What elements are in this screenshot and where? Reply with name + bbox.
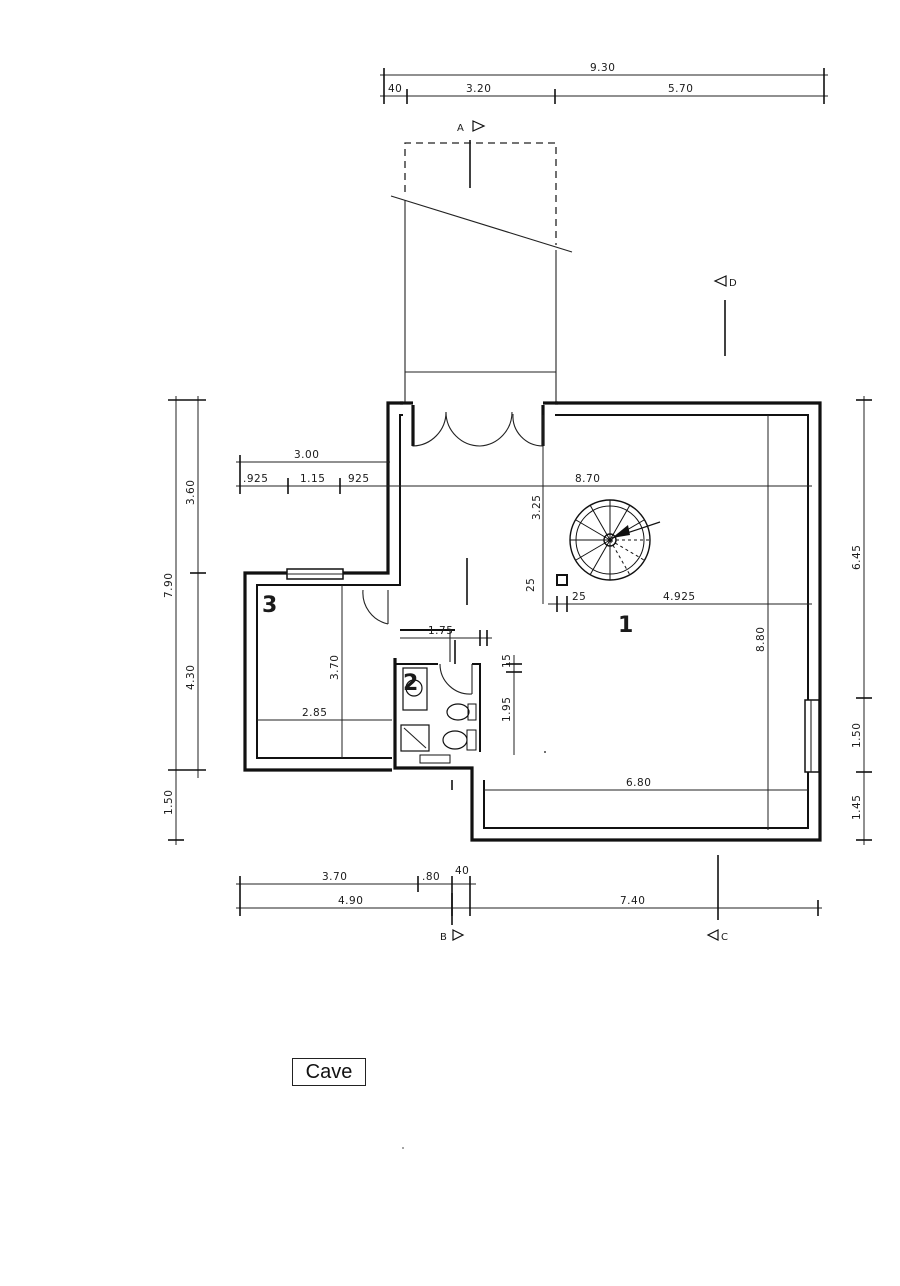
section-c-label: C	[721, 932, 728, 943]
dim-bot-40: 40	[455, 865, 469, 877]
section-d-marker: D	[713, 275, 737, 356]
dim-bot-370: 3.70	[322, 871, 347, 883]
exterior-area	[390, 142, 573, 402]
dim-top-total: 9.30	[590, 62, 615, 74]
dim-4925: 4.925	[663, 591, 696, 603]
section-d-label: D	[729, 278, 737, 289]
dim-left-150: 1.50	[163, 790, 175, 815]
dim-right-145: 1.45	[851, 795, 863, 820]
walls	[243, 401, 822, 842]
dim-left-790: 7.90	[163, 573, 175, 598]
dim-bot-80: .80	[422, 871, 440, 883]
top-dimensions: 9.30 40 3.20 5.70	[380, 62, 828, 104]
dim-115: 1.15	[300, 473, 325, 485]
room-number-2: 2	[403, 671, 418, 696]
section-a-label: A	[457, 123, 464, 134]
dim-right-645: 6.45	[851, 545, 863, 570]
dim-870: 8.70	[575, 473, 600, 485]
interior-dimensions: 3.00 .925 1.15 925 8.70 3.25 25 25 4.925…	[236, 415, 812, 830]
bottom-dimensions: 3.70 .80 40 4.90 7.40	[236, 865, 822, 916]
right-dimensions: 6.45 1.50 1.45	[851, 396, 872, 845]
dim-880: 8.80	[755, 627, 767, 652]
dim-925a: .925	[243, 473, 268, 485]
bidet-icon	[446, 703, 470, 721]
section-b-marker: B	[440, 780, 465, 943]
section-a-marker: A	[457, 120, 486, 188]
room-number-1: 1	[618, 613, 633, 638]
dim-195: 1.95	[501, 697, 513, 722]
dim-left-360: 3.60	[185, 480, 197, 505]
dim-bot-740: 7.40	[620, 895, 645, 907]
dim-top-320: 3.20	[466, 83, 491, 95]
dim-25h: 25	[572, 591, 586, 603]
shower-tray-icon	[400, 724, 430, 752]
wc-fixtures	[400, 667, 477, 764]
column	[556, 574, 568, 586]
room3-door	[362, 589, 389, 625]
wc-door	[439, 663, 473, 695]
wc-window	[419, 754, 451, 764]
section-c-marker: C	[706, 855, 728, 943]
toilet-icon	[442, 730, 468, 750]
dim-175: 1.75	[428, 625, 453, 637]
section-b-label: B	[440, 932, 447, 943]
washbasin-cabinet	[402, 667, 428, 711]
dim-925b: 925	[348, 473, 370, 485]
dim-left-430: 4.30	[185, 665, 197, 690]
dim-25v: 25	[525, 578, 537, 592]
spiral-staircase	[569, 499, 661, 581]
room-number-3: 3	[262, 593, 277, 618]
dim-top-40: 40	[388, 83, 402, 95]
plan-label-cave: Cave	[292, 1058, 366, 1086]
washbasin-icon	[405, 679, 423, 697]
dim-top-570: 5.70	[668, 83, 693, 95]
left-dimensions: 3.60 7.90 4.30 1.50	[163, 396, 206, 845]
entrance-doors	[411, 405, 545, 447]
dim-15: 15	[501, 654, 513, 668]
dim-325: 3.25	[531, 495, 543, 520]
dim-right-150: 1.50	[851, 723, 863, 748]
dim-680: 6.80	[626, 777, 651, 789]
dim-285: 2.85	[302, 707, 327, 719]
dim-370v: 3.70	[329, 655, 341, 680]
dim-300: 3.00	[294, 449, 319, 461]
dim-bot-490: 4.90	[338, 895, 363, 907]
